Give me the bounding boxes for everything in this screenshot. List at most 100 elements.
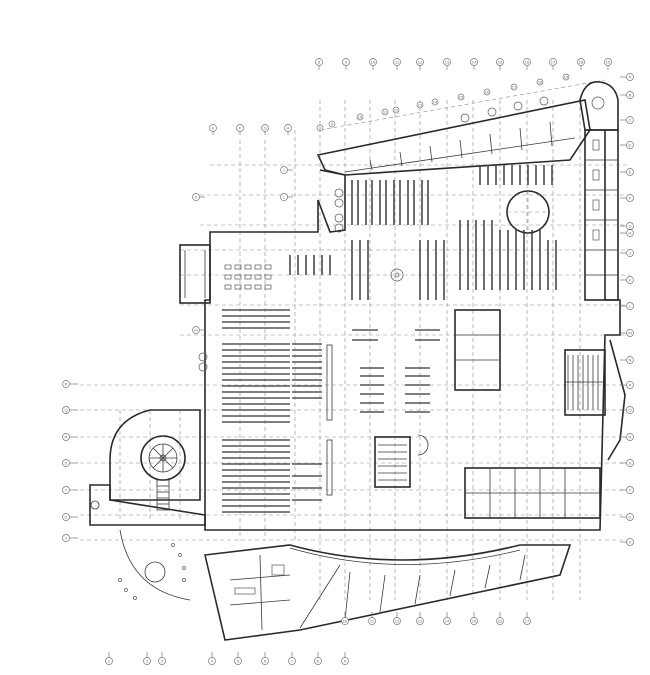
atrium-feature [390, 268, 404, 282]
svg-text:6: 6 [264, 659, 267, 664]
svg-text:E: E [629, 170, 632, 175]
svg-text:9: 9 [331, 122, 334, 127]
svg-text:12: 12 [395, 619, 400, 624]
svg-text:T: T [629, 488, 632, 493]
west-columns [198, 188, 344, 372]
svg-text:11: 11 [370, 619, 375, 624]
grand-stair [374, 434, 429, 488]
svg-text:16: 16 [498, 619, 503, 624]
svg-text:13: 13 [418, 103, 423, 108]
east-office-block [454, 309, 601, 519]
svg-text:L: L [283, 195, 286, 200]
svg-text:H: H [629, 231, 632, 236]
auditorium [564, 339, 626, 461]
svg-text:8: 8 [319, 126, 322, 131]
svg-text:D: D [629, 143, 632, 148]
svg-text:V: V [629, 540, 632, 545]
circular-reading-room [506, 190, 550, 234]
svg-text:12: 12 [394, 108, 399, 113]
east-office-column [584, 129, 619, 301]
svg-text:16: 16 [525, 60, 530, 65]
svg-text:K: K [195, 195, 198, 200]
svg-text:G: G [263, 126, 266, 131]
svg-text:9: 9 [344, 659, 347, 664]
south-office-wing [204, 544, 572, 641]
svg-text:P: P [629, 383, 632, 388]
svg-text:10: 10 [371, 60, 376, 65]
svg-text:15: 15 [472, 619, 477, 624]
svg-text:4: 4 [211, 659, 214, 664]
svg-text:M: M [628, 331, 631, 336]
central-reading-tables [352, 329, 440, 413]
svg-text:M: M [194, 328, 197, 333]
svg-text:8: 8 [317, 659, 320, 664]
svg-text:F: F [629, 196, 632, 201]
svg-text:3: 3 [161, 659, 164, 664]
grid-bubbles-left-upper: E F G H J K L M [192, 124, 293, 334]
svg-text:F: F [239, 126, 242, 131]
svg-text:Q: Q [64, 408, 67, 413]
svg-text:V: V [65, 536, 68, 541]
svg-text:14: 14 [445, 619, 450, 624]
svg-text:R: R [629, 435, 632, 440]
svg-text:17: 17 [525, 619, 530, 624]
svg-text:S: S [65, 461, 68, 466]
grid-bubbles-top-diagonal: 8 9 10 11 12 13 14 15 16 17 18 19 [316, 73, 570, 132]
svg-text:H: H [287, 126, 290, 131]
svg-text:P: P [65, 382, 68, 387]
svg-text:2: 2 [146, 659, 149, 664]
svg-text:11: 11 [395, 60, 400, 65]
svg-text:C: C [629, 118, 632, 123]
east-stacks [459, 165, 557, 290]
svg-text:19: 19 [606, 60, 611, 65]
grid-bubbles-left-lower: P Q R S T U V [62, 380, 78, 542]
svg-text:J: J [283, 168, 285, 173]
grid-bubbles-top: 8 9 10 11 12 13 14 15 16 17 18 19 [315, 58, 612, 70]
svg-text:J: J [629, 251, 631, 256]
grid-bubbles-bottom: 1 2 3 4 5 6 7 8 9 [105, 652, 349, 665]
svg-text:8: 8 [318, 60, 321, 65]
svg-text:18: 18 [538, 80, 543, 85]
svg-text:R: R [65, 435, 68, 440]
west-entry-pavilion [89, 409, 206, 601]
svg-text:17: 17 [551, 60, 556, 65]
svg-text:13: 13 [418, 619, 423, 624]
svg-text:G: G [628, 224, 631, 229]
svg-text:14: 14 [472, 60, 477, 65]
svg-text:S: S [629, 461, 632, 466]
svg-text:17: 17 [512, 85, 517, 90]
svg-text:E: E [212, 126, 215, 131]
north-stacks [289, 180, 445, 300]
svg-text:10: 10 [358, 115, 363, 120]
grid-bubbles-right: A B C D E F G H J K L M N P Q R S T U V [620, 73, 634, 546]
svg-text:19: 19 [564, 75, 569, 80]
svg-text:10: 10 [343, 619, 348, 624]
svg-text:Q: Q [628, 408, 631, 413]
svg-text:7: 7 [291, 659, 294, 664]
svg-text:1: 1 [108, 659, 111, 664]
svg-text:16: 16 [485, 90, 490, 95]
svg-text:13: 13 [445, 60, 450, 65]
northeast-rotunda [579, 81, 619, 131]
north-office-wing [316, 96, 591, 176]
svg-text:5: 5 [237, 659, 240, 664]
svg-text:12: 12 [418, 60, 423, 65]
svg-text:15: 15 [459, 95, 464, 100]
svg-text:T: T [65, 488, 68, 493]
west-seating [224, 264, 272, 290]
svg-text:K: K [629, 278, 632, 283]
grid-bubbles-bottom-right: 10 11 12 13 14 15 16 17 [341, 612, 531, 625]
svg-text:L: L [629, 304, 632, 309]
svg-text:18: 18 [579, 60, 584, 65]
svg-text:11: 11 [383, 110, 388, 115]
svg-text:N: N [629, 358, 632, 363]
svg-text:14: 14 [433, 100, 438, 105]
svg-text:15: 15 [498, 60, 503, 65]
svg-text:U: U [65, 515, 68, 520]
west-stacks [222, 309, 333, 513]
svg-text:9: 9 [345, 60, 348, 65]
svg-text:B: B [629, 93, 632, 98]
main-building-outline [179, 130, 621, 531]
svg-text:U: U [629, 515, 632, 520]
